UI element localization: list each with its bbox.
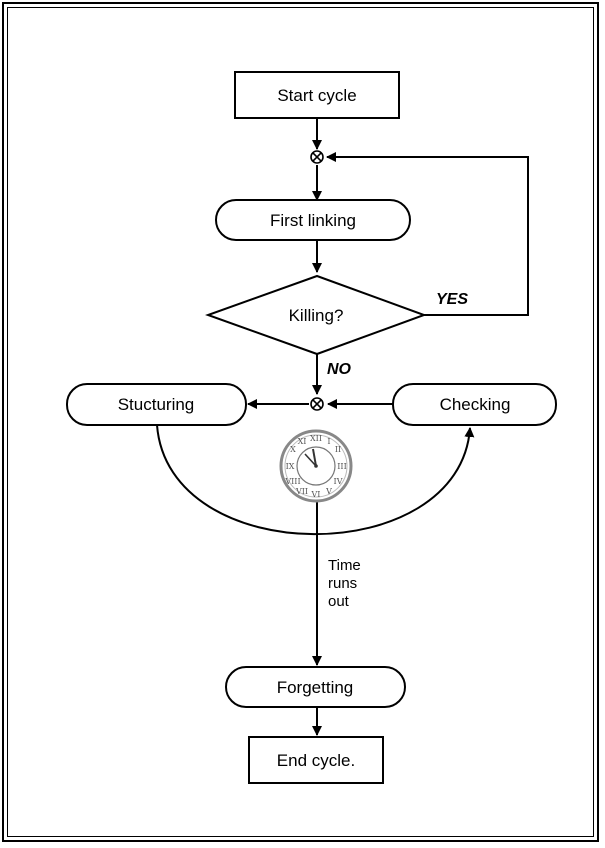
edge-label-no: NO bbox=[327, 361, 352, 378]
svg-text:III: III bbox=[337, 462, 346, 471]
roman-numeral-clock-icon: XII I II III IV V VI VII VIII IX X XI bbox=[279, 429, 353, 503]
node-forgetting: Forgetting bbox=[225, 666, 406, 708]
edge-structuring-to-checking-arc bbox=[156, 424, 475, 535]
svg-text:VII: VII bbox=[295, 487, 308, 496]
edge-label-time-line3: out bbox=[328, 593, 350, 610]
svg-text:XI: XI bbox=[298, 437, 307, 446]
inner-frame bbox=[7, 7, 594, 837]
node-first-linking: First linking bbox=[215, 199, 411, 241]
node-end-label: End cycle. bbox=[277, 751, 355, 770]
node-decision: Killing? bbox=[205, 274, 427, 356]
edge-yes-loop bbox=[326, 152, 529, 316]
svg-text:I: I bbox=[327, 437, 330, 446]
junction-middle bbox=[310, 397, 324, 411]
edge-label-time-line2: runs bbox=[328, 575, 357, 592]
junction-top bbox=[310, 150, 324, 164]
node-structuring: Stucturing bbox=[66, 383, 247, 426]
node-checking: Checking bbox=[392, 383, 557, 426]
node-end: End cycle. bbox=[248, 736, 384, 784]
node-start: Start cycle bbox=[234, 71, 400, 119]
node-forgetting-label: Forgetting bbox=[277, 678, 354, 697]
svg-text:X: X bbox=[290, 445, 296, 454]
svg-text:II: II bbox=[335, 445, 341, 454]
svg-text:V: V bbox=[325, 487, 332, 496]
svg-text:IX: IX bbox=[286, 462, 295, 471]
node-structuring-label: Stucturing bbox=[118, 395, 195, 414]
svg-text:XII: XII bbox=[310, 434, 322, 443]
edge-label-time-line1: Time bbox=[328, 557, 361, 574]
svg-text:IV: IV bbox=[334, 477, 343, 486]
svg-text:VIII: VIII bbox=[284, 477, 300, 486]
node-decision-label: Killing? bbox=[289, 306, 344, 325]
svg-text:VI: VI bbox=[311, 490, 321, 499]
node-checking-label: Checking bbox=[440, 395, 511, 414]
node-start-label: Start cycle bbox=[277, 86, 356, 105]
node-first-linking-label: First linking bbox=[270, 211, 356, 230]
edge-label-yes: YES bbox=[436, 291, 468, 308]
outer-frame bbox=[2, 2, 599, 842]
